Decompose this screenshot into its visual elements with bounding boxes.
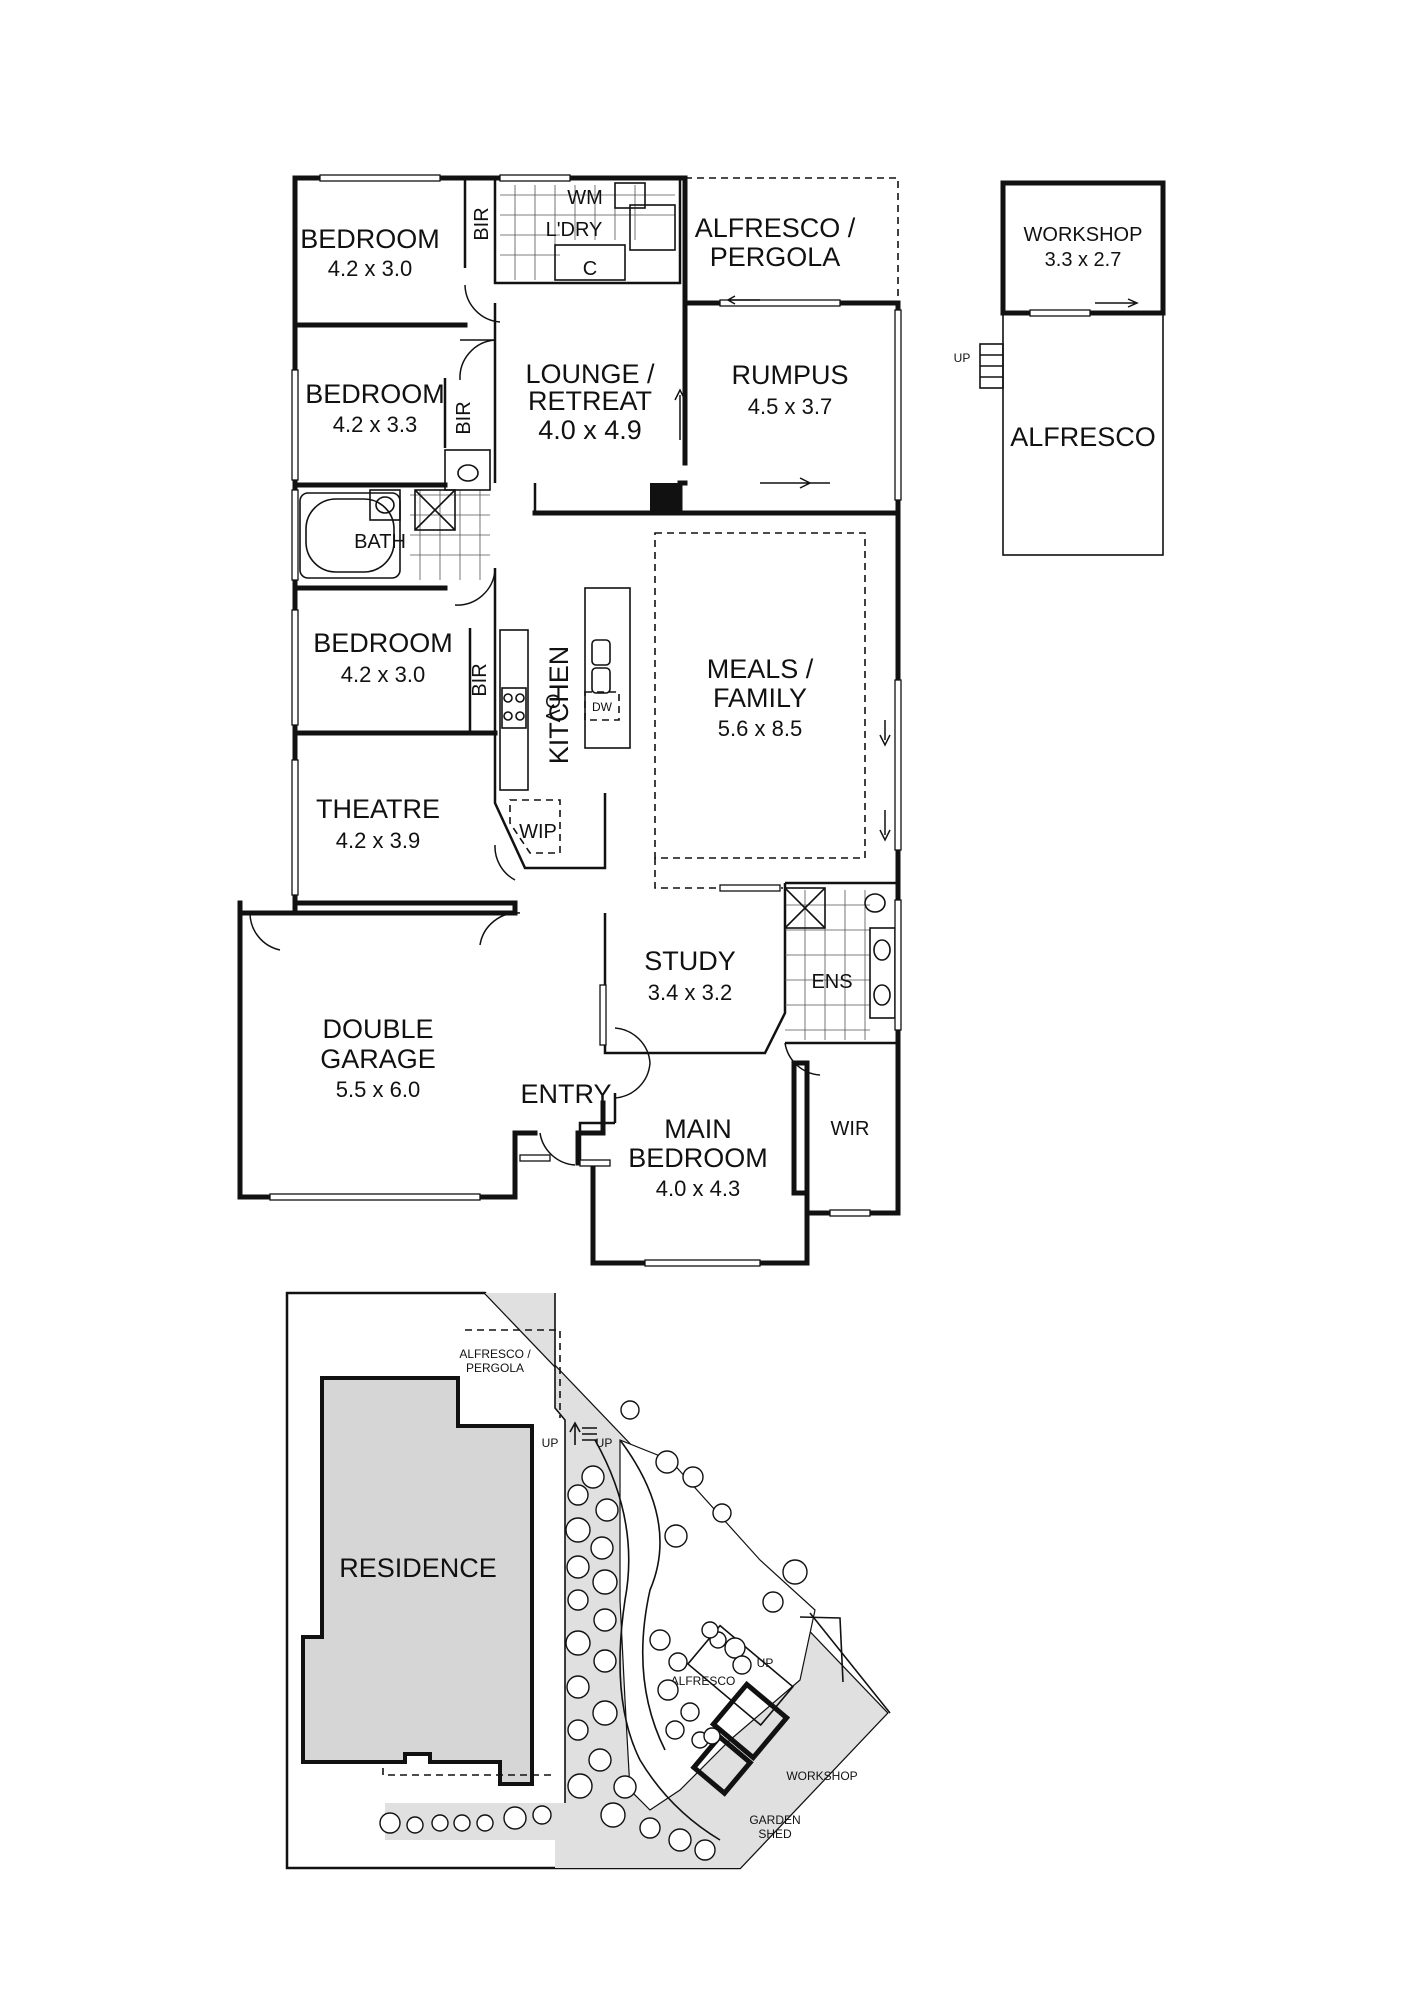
- fixtures: [299, 182, 896, 1019]
- outbuilding-alfresco-label: ALFRESCO: [1010, 422, 1156, 452]
- garage-label-2: GARAGE: [320, 1044, 436, 1074]
- bir-3-label: BIR: [469, 663, 491, 696]
- outbuilding-up-label: UP: [954, 351, 971, 365]
- site-up-3: UP: [757, 1656, 774, 1670]
- main-bedroom-label-2: BEDROOM: [628, 1143, 768, 1173]
- entry-label: ENTRY: [520, 1079, 611, 1109]
- lounge-dim: 4.0 x 4.9: [538, 415, 642, 445]
- bedroom-1-dim: 4.2 x 3.0: [328, 256, 412, 281]
- bedroom-2-label: BEDROOM: [305, 379, 445, 409]
- study-dim: 3.4 x 3.2: [648, 980, 732, 1005]
- garden-shed-label-2: SHED: [758, 1827, 792, 1841]
- meals-dim: 5.6 x 8.5: [718, 716, 802, 741]
- windows: [269, 174, 902, 1267]
- main-bedroom-dim: 4.0 x 4.3: [656, 1176, 740, 1201]
- site-alfresco-label: ALFRESCO: [671, 1674, 736, 1688]
- site-alfresco-pergola-1: ALFRESCO /: [459, 1347, 531, 1361]
- bedroom-3-label: BEDROOM: [313, 628, 453, 658]
- outbuilding: WORKSHOP 3.3 x 2.7 UP ALFRESCO: [954, 180, 1166, 556]
- bir-1-label: BIR: [471, 207, 493, 240]
- laundry-label: L'DRY: [546, 219, 603, 241]
- site-workshop-label: WORKSHOP: [786, 1769, 857, 1783]
- alfresco-pergola-label-1: ALFRESCO /: [695, 213, 856, 243]
- oven-label: OV: [541, 694, 563, 724]
- site-up-1: UP: [542, 1436, 559, 1450]
- alfresco-pergola-label-2: PERGOLA: [710, 242, 841, 272]
- workshop-dim: 3.3 x 2.7: [1045, 249, 1122, 271]
- kitchen-label: KITCHEN: [544, 646, 574, 765]
- room-labels: BEDROOM 4.2 x 3.0 BIR WM L'DRY C ALFRESC…: [300, 187, 869, 1201]
- site-plan: RESIDENCE ALFRESCO / PERGOLA UP UP ALFRE…: [285, 1291, 891, 1870]
- residence-label: RESIDENCE: [339, 1553, 497, 1583]
- rumpus-label: RUMPUS: [731, 360, 848, 390]
- cupboard-label: C: [583, 258, 597, 280]
- dishwasher-label: DW: [592, 700, 613, 714]
- garage-label-1: DOUBLE: [322, 1014, 433, 1044]
- theatre-dim: 4.2 x 3.9: [336, 828, 420, 853]
- ensuite-tiles: [785, 890, 870, 1040]
- meals-label-1: MEALS /: [707, 654, 814, 684]
- main-bedroom-label-1: MAIN: [664, 1114, 732, 1144]
- workshop-label: WORKSHOP: [1024, 224, 1143, 246]
- bath-tiles: [410, 490, 490, 580]
- lounge-label-1: LOUNGE /: [525, 359, 655, 389]
- garage-dim: 5.5 x 6.0: [336, 1077, 420, 1102]
- laundry-tiles: [500, 185, 675, 280]
- dashed-outlines: [654, 177, 899, 889]
- meals-label-2: FAMILY: [713, 683, 807, 713]
- tree-symbols: [379, 1400, 808, 1861]
- bedroom-1-label: BEDROOM: [300, 224, 440, 254]
- study-label: STUDY: [644, 946, 736, 976]
- site-up-2: UP: [596, 1436, 613, 1450]
- theatre-label: THEATRE: [316, 794, 440, 824]
- wip-label: WIP: [519, 821, 557, 843]
- bath-label: BATH: [354, 531, 406, 553]
- bedroom-2-dim: 4.2 x 3.3: [333, 412, 417, 437]
- wir-label: WIR: [831, 1118, 870, 1140]
- rumpus-dim: 4.5 x 3.7: [748, 394, 832, 419]
- bedroom-3-dim: 4.2 x 3.0: [341, 662, 425, 687]
- bir-2-label: BIR: [453, 401, 475, 434]
- wm-label: WM: [567, 187, 603, 209]
- site-alfresco-pergola-2: PERGOLA: [466, 1361, 524, 1375]
- main-house: [237, 175, 901, 1266]
- garden-shed-label-1: GARDEN: [749, 1813, 800, 1827]
- ensuite-label: ENS: [811, 971, 852, 993]
- doors: [249, 284, 891, 1166]
- lounge-label-2: RETREAT: [528, 386, 652, 416]
